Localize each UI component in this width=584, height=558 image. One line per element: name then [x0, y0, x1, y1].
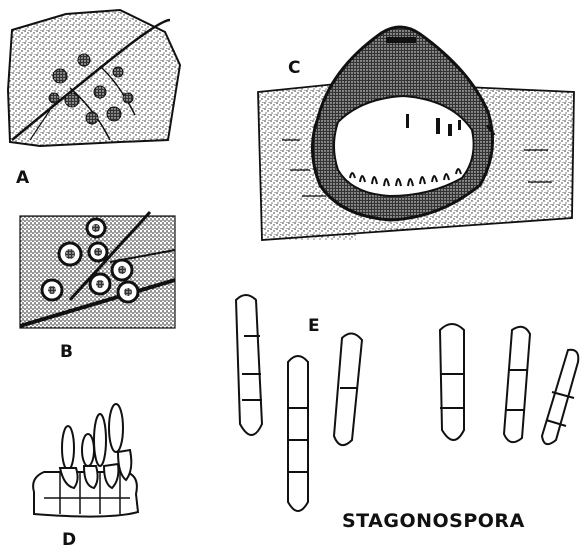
panel-label-e: E — [308, 318, 320, 335]
panel-label-b: B — [60, 344, 73, 361]
panel-a-leaf — [8, 10, 180, 146]
genus-name-caption: STAGONOSPORA — [342, 512, 525, 531]
panel-b-magnified-spots — [20, 212, 175, 328]
panel-e-conidia — [236, 295, 578, 511]
panel-label-a: A — [16, 170, 29, 187]
panel-label-c: C — [288, 60, 300, 77]
panel-label-d: D — [62, 532, 76, 549]
panel-c-pycnidium-section — [258, 27, 574, 240]
panel-d-conidiophores — [33, 404, 138, 517]
